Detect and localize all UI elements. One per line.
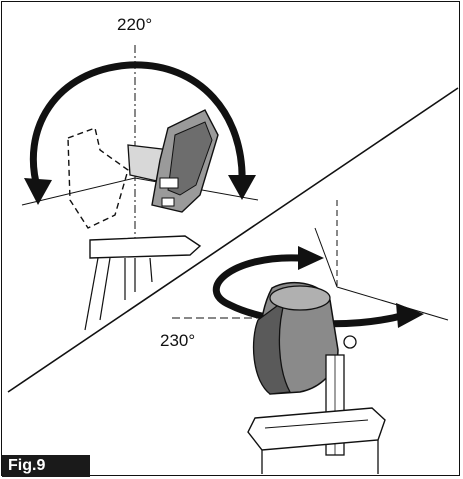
angle-label-lower: 230° [160,331,196,350]
rotation-arrow-220 [29,61,246,192]
upper-rotation-diagram [21,45,259,331]
diagonal-divider [7,87,459,393]
angle-label-upper: 220° [117,15,153,34]
lower-rotation-diagram [172,200,449,474]
figure-label: Fig.9 [2,455,90,477]
rotation-arrow-230 [213,254,406,328]
